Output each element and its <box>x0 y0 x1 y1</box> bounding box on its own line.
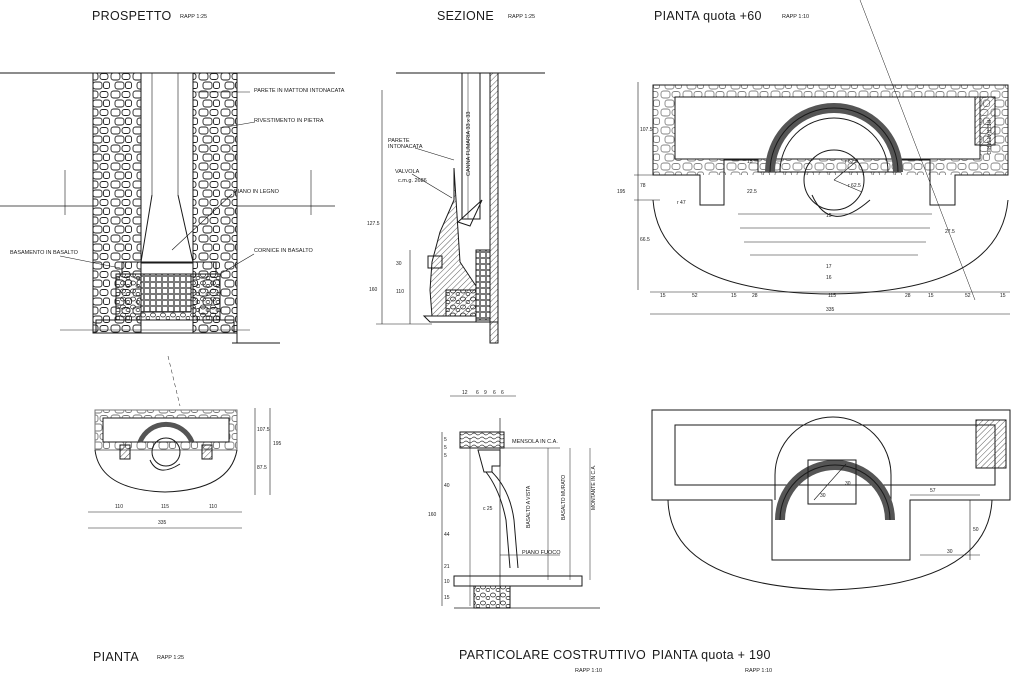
dim-p60-b2: 15 <box>731 293 737 299</box>
dim-p60-b3: 28 <box>752 293 758 299</box>
dim-part-l0: 5 <box>444 437 447 443</box>
dim-pianta-b1: 115 <box>161 504 169 510</box>
dim-p60-i2: 22.5 <box>747 189 757 195</box>
title-particolare: PARTICOLARE COSTRUTTIVO <box>459 648 647 662</box>
scale-prospetto: RAPP 1:25 <box>180 14 208 20</box>
title-pianta: PIANTA <box>93 650 140 664</box>
dim-p190-2: 30 <box>845 481 851 487</box>
pianta-drawing <box>88 355 271 529</box>
dim-p190-4: 50 <box>973 527 979 533</box>
dim-part-l1: 5 <box>444 445 447 451</box>
label-refrattario: REFRATTARIO <box>985 120 991 155</box>
dim-part-l3: 40 <box>444 483 450 489</box>
label-montante: MONTANTE IN C.A. <box>591 465 597 510</box>
dim-pianta-b0: 110 <box>115 504 123 510</box>
dim-p60-b6: 15 <box>928 293 934 299</box>
dim-p190-3: 30 <box>947 549 953 555</box>
dim-p60-i5: 16 <box>826 275 832 281</box>
label-cornice: CORNICE IN BASALTO <box>254 248 313 254</box>
label-basalto-vista: BASALTO A VISTA <box>526 485 532 528</box>
title-pianta-60: PIANTA quota +60 <box>654 9 762 23</box>
dim-part-l4: 44 <box>444 532 450 538</box>
scale-sezione: RAPP 1:25 <box>508 14 536 20</box>
dim-p190-0: 57 <box>930 488 936 494</box>
dim-part-l8: 15 <box>444 595 450 601</box>
dim-pianta-b2: 110 <box>209 504 217 510</box>
dim-p60-i1: 15 <box>747 159 753 165</box>
dim-sezione-2: 110 <box>396 289 404 295</box>
dim-part-l6: 21 <box>444 564 450 570</box>
pianta-60-drawing <box>634 0 1010 315</box>
dim-p60-i3: 27.5 <box>945 229 955 235</box>
dim-pianta-total: 335 <box>158 520 167 526</box>
dim-p190-1: 30 <box>820 493 826 499</box>
dim-p60-b7: 52 <box>965 293 971 299</box>
dim-p60-total: 335 <box>826 307 835 313</box>
dim-pianta-r0: 107.5 <box>257 427 270 433</box>
dim-p60-i4: 17 <box>826 264 832 270</box>
dim-sezione-3: 160 <box>369 287 378 293</box>
dim-p60-b8: 15 <box>1000 293 1006 299</box>
dim-part-t3: 6 <box>493 390 496 396</box>
pianta-190-drawing <box>651 409 1011 591</box>
dim-part-misc: c 25 <box>483 506 493 512</box>
dim-p60-l0: 107.5 <box>640 127 653 133</box>
dim-part-t2: 9 <box>484 390 487 396</box>
dim-part-l2: 5 <box>444 453 447 459</box>
dim-sezione-0: 127.5 <box>367 221 380 227</box>
scale-pianta: RAPP 1:25 <box>157 655 185 661</box>
label-parete-intonacata: PARETE INTONACATA <box>388 138 423 150</box>
label-valvola: VALVOLA <box>395 169 420 175</box>
dim-part-l7: 10 <box>444 579 450 585</box>
label-piano-fuoco: PIANO FUOCO <box>522 550 561 556</box>
title-sezione: SEZIONE <box>437 9 494 23</box>
label-valvola-code: c.m.g. 2686 <box>398 178 427 184</box>
dim-p60-b4: 115 <box>828 293 836 299</box>
dim-pianta-r2: 87.5 <box>257 465 267 471</box>
dim-pianta-r1: 195 <box>273 441 282 447</box>
dim-sezione-1: 30 <box>396 261 402 267</box>
dim-p60-b5: 28 <box>905 293 911 299</box>
label-piano-legno: PIANO IN LEGNO <box>234 189 279 195</box>
label-mensola: MENSOLA IN C.A. <box>512 439 558 445</box>
scale-pianta-60: RAPP 1:10 <box>782 14 810 20</box>
dim-p60-i6: 15 <box>826 213 832 219</box>
label-rivestimento: RIVESTIMENTO IN PIETRA <box>254 118 324 124</box>
particolare-drawing <box>441 395 600 609</box>
dim-part-t1: 6 <box>476 390 479 396</box>
dim-p60-b0: 15 <box>660 293 666 299</box>
dim-p60-b1: 52 <box>692 293 698 299</box>
scale-particolare: RAPP 1:10 <box>575 668 603 674</box>
prospetto-drawing <box>0 72 335 344</box>
label-canna-fumaria: CANNA FUMARIA 33 x 33 <box>466 112 472 177</box>
title-prospetto: PROSPETTO <box>92 9 172 23</box>
dim-p60-i7: r 62.5 <box>845 159 858 165</box>
label-basalto-murato: BASALTO MURATO <box>561 475 567 520</box>
title-pianta-190: PIANTA quota + 190 <box>652 648 771 662</box>
dim-part-l5: 160 <box>428 512 437 518</box>
dim-p60-i8: r 62.5 <box>848 183 861 189</box>
dim-p60-l2: 78 <box>640 183 646 189</box>
dim-p60-l3: 66.5 <box>640 237 650 243</box>
dim-p60-i0: r 47 <box>677 200 686 206</box>
dim-part-t0: 12 <box>462 390 468 396</box>
sezione-drawing <box>376 72 545 344</box>
dim-p60-l1: 195 <box>617 189 626 195</box>
label-parete-mattoni: PARETE IN MATTONI INTONACATA <box>254 88 345 94</box>
label-basamento: BASAMENTO IN BASALTO <box>10 250 78 256</box>
dim-part-t4: 6 <box>501 390 504 396</box>
scale-pianta-190: RAPP 1:10 <box>745 668 773 674</box>
